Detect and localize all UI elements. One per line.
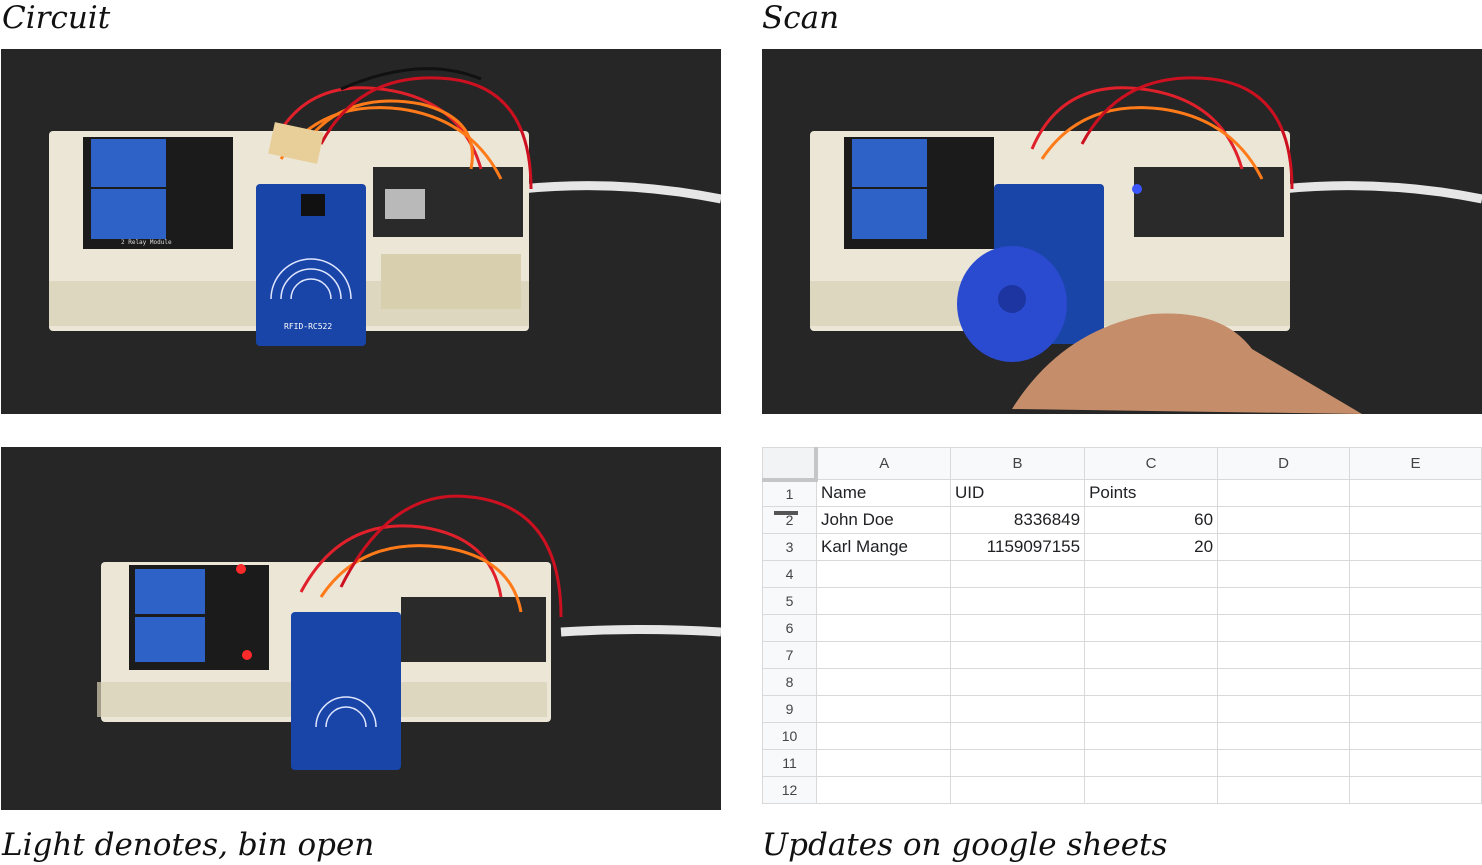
cell[interactable] [949, 560, 1086, 588]
cell-a3[interactable]: Karl Mange [815, 533, 951, 561]
cell[interactable] [1217, 506, 1351, 534]
row-header[interactable]: 4 [762, 560, 817, 588]
red-led-icon [242, 650, 252, 660]
row-header[interactable]: 12 [762, 776, 817, 804]
row-header[interactable]: 7 [762, 641, 817, 669]
column-header-e[interactable]: E [1349, 447, 1482, 480]
hand [1012, 313, 1362, 414]
cell[interactable] [1349, 587, 1482, 615]
cell-b3[interactable]: 1159097155 [949, 533, 1086, 561]
cell[interactable] [1084, 695, 1219, 723]
cell[interactable] [1217, 587, 1351, 615]
cell[interactable] [1349, 695, 1482, 723]
relay-label: 2 Relay Module [121, 239, 172, 246]
cell[interactable] [949, 776, 1086, 804]
google-sheet: A B C D E 1 Name UID Points 2 John Doe 8… [762, 447, 1482, 810]
cell[interactable] [1349, 614, 1482, 642]
row-header[interactable]: 11 [762, 749, 817, 777]
caption-light: Light denotes, bin open [2, 827, 375, 863]
column-header-a[interactable]: A [815, 447, 951, 480]
row-header[interactable]: 6 [762, 614, 817, 642]
cell[interactable] [1349, 533, 1482, 561]
cell[interactable] [1084, 776, 1219, 804]
row-header[interactable]: 2 [762, 506, 817, 534]
frozen-row-handle[interactable] [774, 511, 798, 515]
cell[interactable] [949, 641, 1086, 669]
cell[interactable] [815, 749, 951, 777]
cell[interactable] [1349, 506, 1482, 534]
cell[interactable] [1084, 722, 1219, 750]
cell[interactable] [1084, 587, 1219, 615]
row-header[interactable]: 1 [762, 479, 817, 507]
cell[interactable] [1217, 722, 1351, 750]
cell[interactable] [1084, 641, 1219, 669]
cell[interactable] [1084, 749, 1219, 777]
column-header-b[interactable]: B [949, 447, 1086, 480]
cell-c2[interactable]: 60 [1084, 506, 1219, 534]
caption-scan: Scan [762, 0, 840, 36]
cell[interactable] [815, 668, 951, 696]
cell[interactable] [1084, 668, 1219, 696]
cell[interactable] [1084, 560, 1219, 588]
cell[interactable] [815, 722, 951, 750]
cell[interactable] [1349, 479, 1482, 507]
row-header[interactable]: 5 [762, 587, 817, 615]
cell[interactable] [1349, 776, 1482, 804]
row-header[interactable]: 3 [762, 533, 817, 561]
cell[interactable] [949, 749, 1086, 777]
blue-led-icon [1132, 184, 1142, 194]
cell[interactable] [1349, 668, 1482, 696]
cell[interactable] [1217, 749, 1351, 777]
cell-b2[interactable]: 8336849 [949, 506, 1086, 534]
row-header[interactable]: 9 [762, 695, 817, 723]
red-led-icon [236, 564, 246, 574]
cell[interactable] [949, 722, 1086, 750]
cell[interactable] [1217, 776, 1351, 804]
cell[interactable] [815, 560, 951, 588]
column-header-c[interactable]: C [1084, 447, 1219, 480]
cell[interactable] [949, 614, 1086, 642]
cell[interactable] [815, 587, 951, 615]
cell[interactable] [1217, 641, 1351, 669]
cell[interactable] [1084, 614, 1219, 642]
row-header[interactable]: 8 [762, 668, 817, 696]
cell[interactable] [949, 695, 1086, 723]
row-header[interactable]: 10 [762, 722, 817, 750]
cell[interactable] [1349, 749, 1482, 777]
cell[interactable] [1349, 722, 1482, 750]
caption-sheets: Updates on google sheets [762, 827, 1168, 863]
cell-b1[interactable]: UID [949, 479, 1086, 507]
bin-open-photo [1, 447, 721, 810]
cell[interactable] [949, 587, 1086, 615]
cell[interactable] [815, 614, 951, 642]
cell[interactable] [1217, 668, 1351, 696]
cell-c1[interactable]: Points [1084, 479, 1219, 507]
cell[interactable] [815, 641, 951, 669]
cell-a2[interactable]: John Doe [815, 506, 951, 534]
select-all-corner[interactable] [762, 447, 819, 482]
circuit-photo: 2 Relay Module RFID-RC522 [1, 49, 721, 414]
cell[interactable] [1217, 560, 1351, 588]
cell[interactable] [1349, 641, 1482, 669]
cell[interactable] [1217, 533, 1351, 561]
caption-circuit: Circuit [2, 0, 111, 36]
column-header-d[interactable]: D [1217, 447, 1351, 480]
cell-c3[interactable]: 20 [1084, 533, 1219, 561]
cell[interactable] [949, 668, 1086, 696]
cell[interactable] [1217, 614, 1351, 642]
cell-a1[interactable]: Name [815, 479, 951, 507]
scan-photo [762, 49, 1482, 414]
sheet-grid: A B C D E 1 Name UID Points 2 John Doe 8… [762, 447, 1482, 804]
cell[interactable] [1217, 479, 1351, 507]
rfid-label: RFID-RC522 [284, 322, 332, 331]
cell[interactable] [815, 776, 951, 804]
cell[interactable] [1217, 695, 1351, 723]
cell[interactable] [815, 695, 951, 723]
cell[interactable] [1349, 560, 1482, 588]
